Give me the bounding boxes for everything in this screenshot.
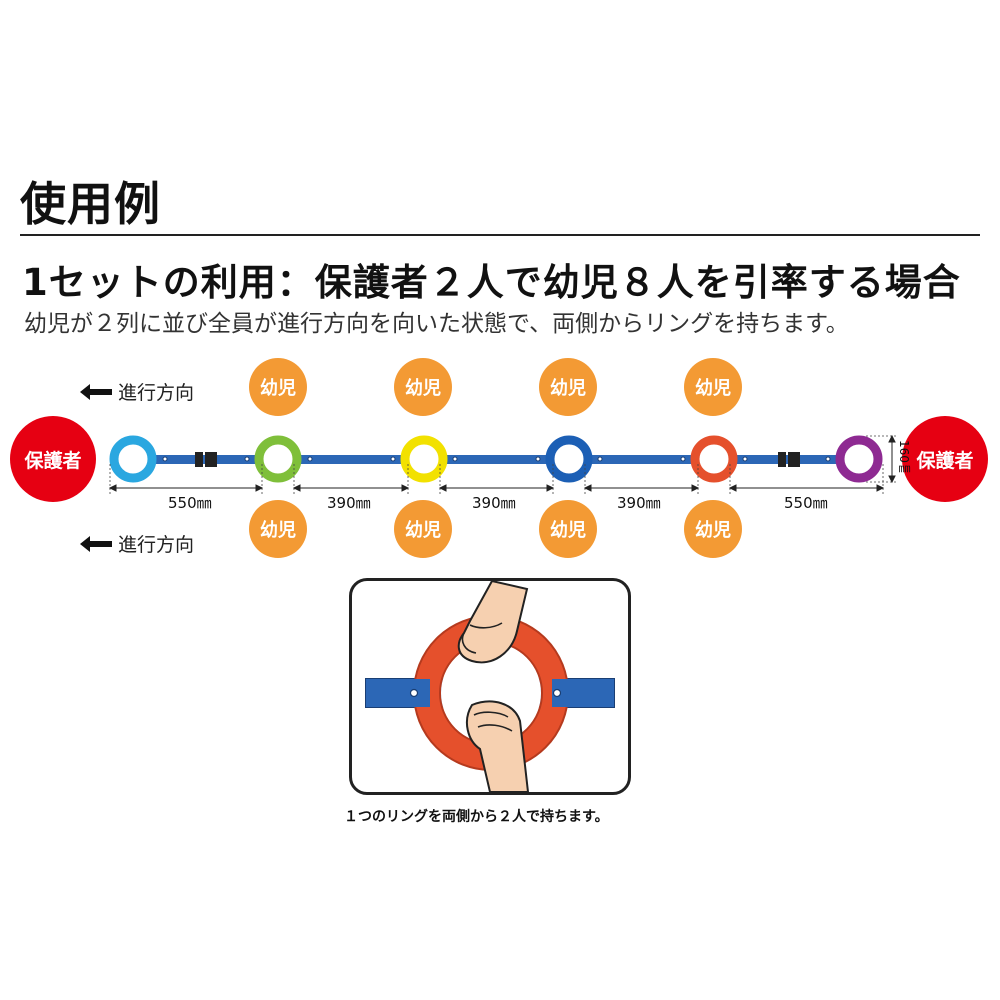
guardian-left: 保護者 xyxy=(10,416,96,502)
ring-4 xyxy=(545,435,593,483)
direction-label-bottom: 進行方向 xyxy=(80,530,194,557)
hand-holding-illustration xyxy=(349,578,631,795)
child-top-1: 幼児 xyxy=(249,358,307,416)
illustration-caption: １つのリングを両側から２人で持ちます。 xyxy=(344,809,609,825)
subtitle: 1セットの利用：保護者２人で幼児８人を引率する場合 xyxy=(22,261,961,304)
ring-6 xyxy=(835,435,883,483)
child-bottom-2: 幼児 xyxy=(394,500,452,558)
child-bottom-4: 幼児 xyxy=(684,500,742,558)
ring-5 xyxy=(690,435,738,483)
strap-segment-5 xyxy=(735,455,837,464)
dimension-label-4: 390㎜ xyxy=(617,494,661,512)
direction-text-bottom: 進行方向 xyxy=(118,534,195,556)
ring-1 xyxy=(109,435,157,483)
buckle-icon xyxy=(195,452,217,467)
dimension-label-3: 390㎜ xyxy=(472,494,516,512)
child-bottom-1: 幼児 xyxy=(249,500,307,558)
description: 幼児が２列に並び全員が進行方向を向いた状態で、両側からリングを持ちます。 xyxy=(24,311,849,337)
ring-3 xyxy=(400,435,448,483)
ring-2 xyxy=(254,435,302,483)
arrow-left-icon xyxy=(80,535,112,552)
direction-text-top: 進行方向 xyxy=(118,382,195,404)
buckle-icon xyxy=(778,452,800,467)
child-bottom-3: 幼児 xyxy=(539,500,597,558)
hands-ring-icon xyxy=(365,581,615,792)
direction-label-top: 進行方向 xyxy=(80,378,194,405)
strap-segment-4 xyxy=(590,455,692,464)
dimension-label-1: 550㎜ xyxy=(168,494,212,512)
title-divider xyxy=(20,234,980,236)
guardian-right: 保護者 xyxy=(902,416,988,502)
dimension-label-height: 160㎜ xyxy=(897,440,911,475)
strap-segment-1 xyxy=(155,455,255,464)
strap-segment-3 xyxy=(445,455,547,464)
page-title: 使用例 xyxy=(20,177,161,231)
child-top-3: 幼児 xyxy=(539,358,597,416)
strap-segment-2 xyxy=(300,455,402,464)
child-top-2: 幼児 xyxy=(394,358,452,416)
dimension-label-2: 390㎜ xyxy=(327,494,371,512)
child-top-4: 幼児 xyxy=(684,358,742,416)
dimension-label-5: 550㎜ xyxy=(784,494,828,512)
arrow-left-icon xyxy=(80,383,112,400)
